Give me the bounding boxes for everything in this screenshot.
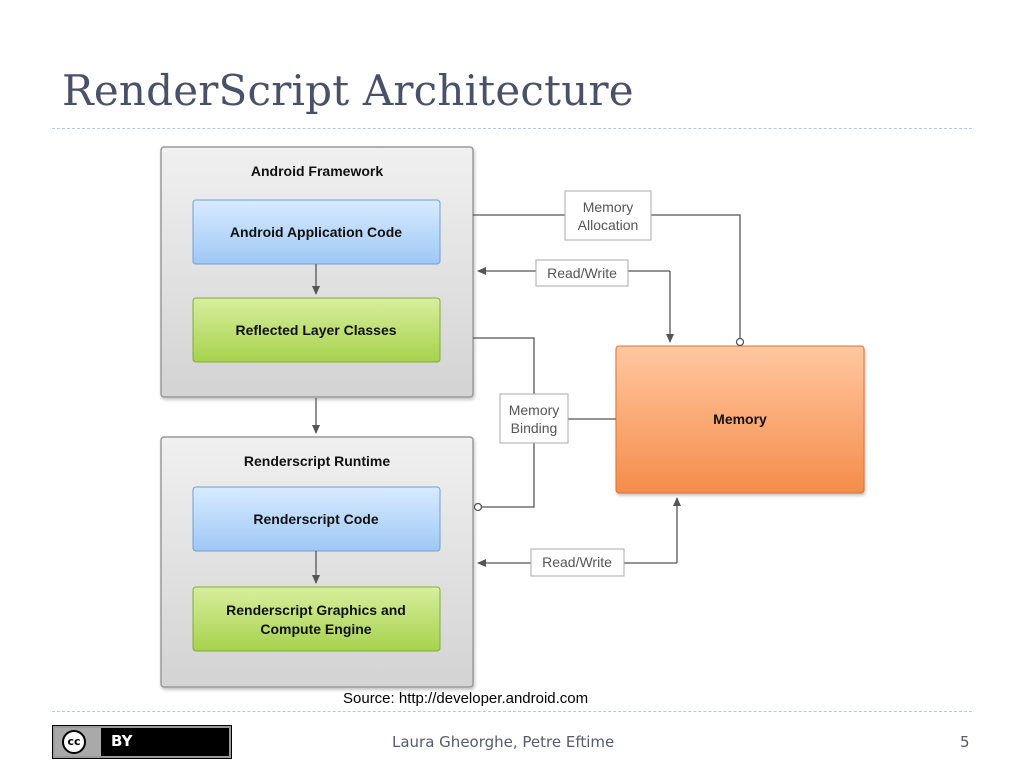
android-framework-label: Android Framework [251,163,383,179]
android-application-code-label: Android Application Code [230,224,402,240]
reflected-layer-classes-label: Reflected Layer Classes [235,322,396,338]
read-write-top-label-box: Read/Write [535,259,629,287]
slide-title: RenderScript Architecture [62,66,634,115]
memory-binding-label-line1: Memory [509,402,560,418]
cc-by-label: BY [111,732,133,750]
memory-label: Memory [713,411,767,427]
read-write-top-label: Read/Write [547,265,617,281]
memory-allocation-label-line1: Memory [583,199,634,215]
memory-binding-label-box: Memory Binding [499,393,569,444]
graphics-compute-engine-box: Renderscript Graphics and Compute Engine [192,586,441,652]
android-application-code-box: Android Application Code [192,199,441,265]
renderscript-code-label: Renderscript Code [253,511,378,527]
read-write-bottom-label: Read/Write [542,554,612,570]
title-divider [52,128,972,129]
reflected-layer-classes-box: Reflected Layer Classes [192,297,441,363]
read-write-bottom-label-box: Read/Write [530,548,625,577]
source-caption: Source: http://developer.android.com [343,690,589,707]
cc-by-license-badge[interactable]: cc BY [52,725,232,759]
memory-allocation-label-line2: Allocation [578,217,639,233]
connector-memory-allocation [473,214,741,338]
memory-box: Memory [615,345,865,494]
footer-authors: Laura Gheorghe, Petre Eftime [392,733,615,751]
memory-binding-label-line2: Binding [511,420,558,436]
renderscript-runtime-label: Renderscript Runtime [244,453,390,469]
renderscript-code-box: Renderscript Code [192,486,441,552]
footer-divider [52,711,972,712]
memory-allocation-endpoint [735,337,745,347]
memory-binding-endpoint [473,502,483,512]
creative-commons-icon: cc [62,730,86,754]
cc-badge-left-panel: cc [55,728,101,756]
page-number: 5 [960,733,970,751]
graphics-compute-engine-label-line2: Compute Engine [260,621,371,637]
graphics-compute-engine-label-line1: Renderscript Graphics and [226,602,406,618]
memory-allocation-label-box: Memory Allocation [564,190,652,241]
